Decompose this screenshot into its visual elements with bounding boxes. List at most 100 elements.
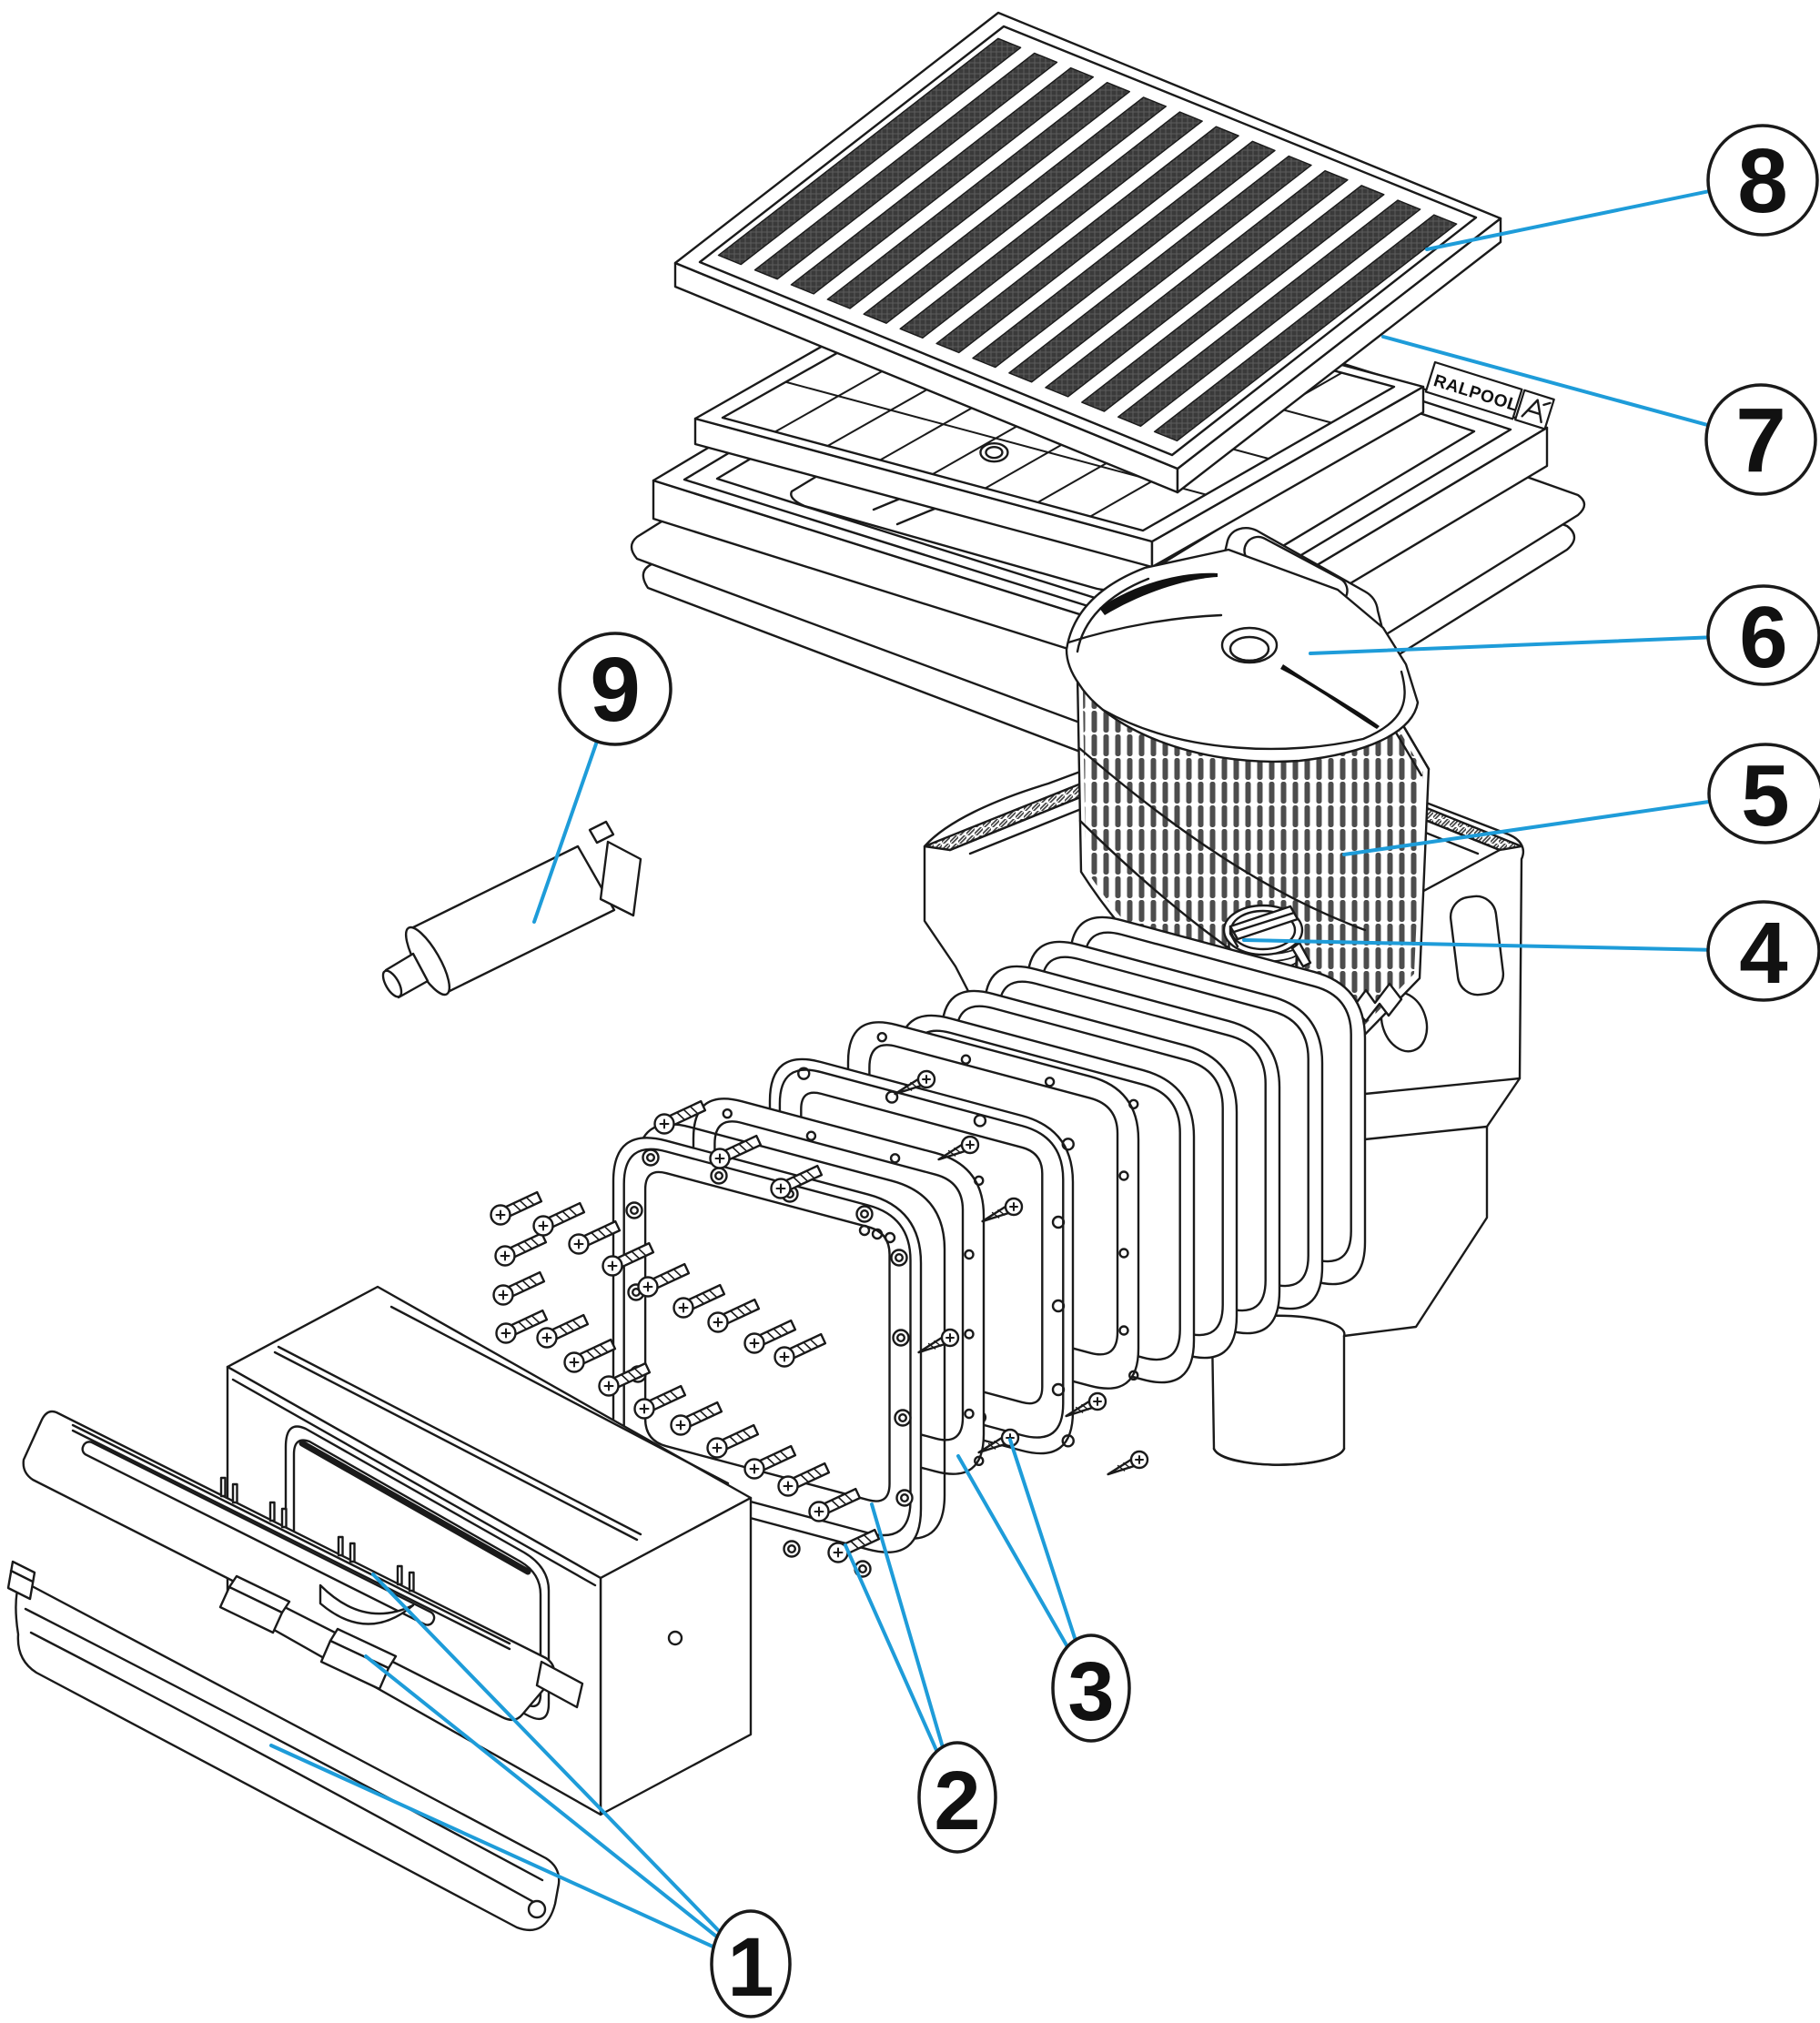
pan-head-screw <box>494 1231 548 1267</box>
callout-4: 4 <box>1706 900 1820 1002</box>
body-hand-notch <box>1449 895 1505 996</box>
hole <box>973 1114 987 1128</box>
screw-hole <box>710 1167 728 1185</box>
callout-circle <box>1706 124 1819 237</box>
hole <box>1061 1138 1075 1151</box>
lid-vent-left <box>1099 572 1218 615</box>
pan-head-screw <box>653 1099 707 1135</box>
grate-slat <box>1008 155 1312 383</box>
leader-line-1 <box>269 1744 753 1966</box>
pan-head-screw <box>536 1313 590 1349</box>
screw-hole <box>892 1329 910 1347</box>
callout-circle <box>1706 900 1820 1002</box>
cap-handle-line <box>1228 911 1296 948</box>
countersunk-screw <box>981 1197 1024 1223</box>
callout-circle <box>558 632 672 746</box>
hole <box>1051 1215 1066 1229</box>
countersunk-screw <box>917 1328 960 1354</box>
leader-line-1 <box>371 1573 753 1966</box>
hole <box>1128 1370 1139 1381</box>
screw-hole <box>642 1148 660 1167</box>
cap-foot <box>1290 941 1312 968</box>
grate-slat <box>1081 185 1385 412</box>
trim-rod <box>71 1423 511 1651</box>
flap-curves <box>24 1607 544 1906</box>
pan-head-screw <box>490 1190 543 1226</box>
callout-number: 6 <box>1739 589 1787 686</box>
grate-slat <box>899 111 1203 339</box>
leader-line-8 <box>1425 178 1764 251</box>
pan-head-screw <box>492 1270 546 1306</box>
leader-line-4 <box>1242 938 1765 953</box>
pan-head-screw <box>672 1283 726 1319</box>
hole <box>974 1175 985 1187</box>
callout-circle <box>1707 743 1820 845</box>
flap-hinge-right <box>527 1899 547 1919</box>
basket-clip <box>1350 982 1403 1023</box>
screw-hole <box>890 1249 908 1267</box>
grate-slat <box>1117 199 1421 427</box>
screw-hole <box>625 1201 643 1219</box>
pan-head-screw <box>709 1134 763 1169</box>
leader-line-6 <box>1309 633 1765 655</box>
sealant-tube <box>381 820 642 999</box>
frame-and-gasket-stack <box>612 1021 1140 1578</box>
countersunk-screw <box>1107 1450 1149 1476</box>
trim-slot <box>81 1441 436 1626</box>
weir-trim-frame <box>22 1410 584 1722</box>
lid-inner-edge <box>1076 577 1406 751</box>
screw-hole <box>783 1540 801 1558</box>
leader-line-5 <box>1342 792 1767 856</box>
screw-hole <box>855 1205 874 1223</box>
pan-head-screw <box>777 1462 831 1497</box>
callout-number: 7 <box>1735 389 1786 491</box>
basket-lid <box>1065 527 1420 764</box>
grate-slat <box>790 66 1095 295</box>
grate-slat <box>717 37 1022 266</box>
callout-9: 9 <box>558 632 672 746</box>
pan-head-screw <box>770 1164 824 1199</box>
pan-head-screw <box>633 1384 687 1420</box>
grate-slats <box>717 37 1458 442</box>
hole <box>885 1090 899 1104</box>
pan-head-screw <box>743 1444 797 1480</box>
hole <box>974 1455 985 1467</box>
callout-circle <box>1051 1634 1131 1743</box>
flap-hook-left <box>6 1560 36 1601</box>
pan-head-screw <box>808 1487 862 1522</box>
callout-7: 7 <box>1704 383 1817 496</box>
grate-inner-rim <box>698 25 1478 457</box>
hole <box>1061 1434 1075 1448</box>
lid-hole-outer <box>1220 626 1279 664</box>
pan-head-screw <box>532 1201 586 1237</box>
grate-slat <box>1045 169 1349 398</box>
housing-side-hole <box>667 1630 683 1646</box>
grate-slat <box>972 140 1276 369</box>
tube-nozzle-tip <box>381 969 403 998</box>
callout-number: 3 <box>1067 1645 1114 1738</box>
tab-front <box>218 1585 284 1634</box>
pan-head-screw <box>706 1423 760 1459</box>
callout-circle <box>710 1909 792 2018</box>
hole <box>964 1329 975 1340</box>
brand-logo-icon <box>1521 399 1552 424</box>
hole <box>1051 1382 1066 1397</box>
callout-number: 1 <box>727 1921 774 2014</box>
hole <box>797 1067 811 1080</box>
body-outlet-bottom <box>1212 1447 1346 1466</box>
pan-head-screw <box>774 1332 827 1368</box>
lid-vent-right <box>1280 664 1380 729</box>
lid-prow-line <box>1067 613 1223 644</box>
callout-number: 4 <box>1739 905 1787 1002</box>
grate-cover <box>673 11 1502 494</box>
hole <box>1118 1325 1129 1336</box>
hole <box>1118 1248 1129 1259</box>
hinge-pin <box>337 1535 344 1557</box>
grate-slat <box>863 96 1168 324</box>
pan-head-screw <box>743 1319 797 1354</box>
callout-3: 3 <box>1051 1634 1131 1743</box>
pan-head-screw <box>598 1361 652 1397</box>
